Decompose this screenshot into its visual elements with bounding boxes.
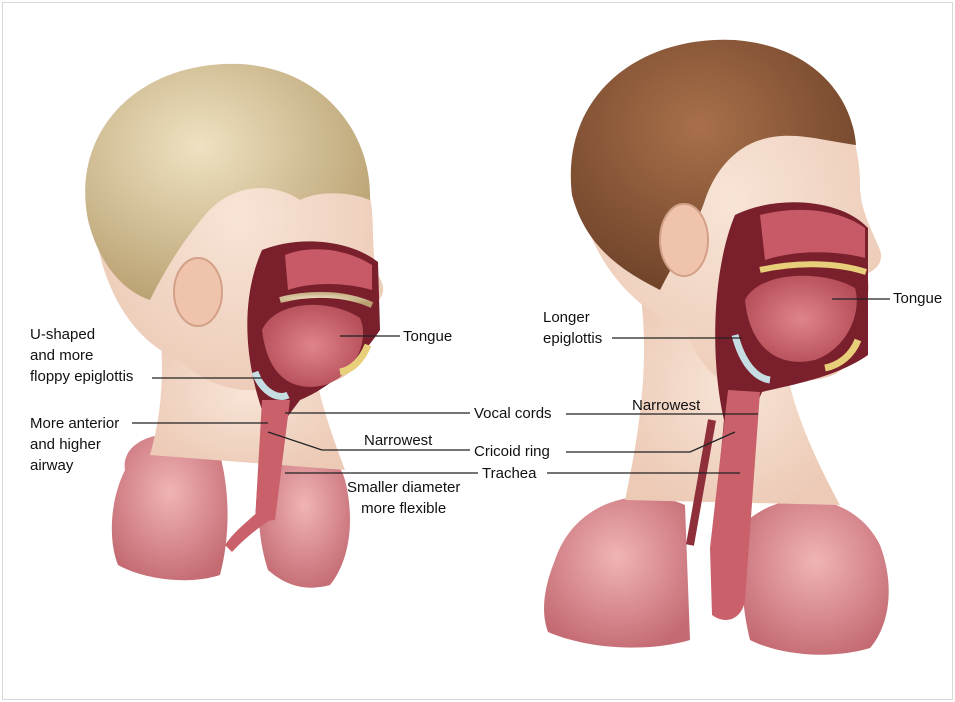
label-child-epiglottis-line2: and more	[30, 345, 133, 366]
label-child-trachea-note: Smaller diameter more flexible	[347, 477, 460, 519]
label-child-airway-line1: More anterior	[30, 413, 119, 434]
label-child-trachea-note-line2: more flexible	[347, 498, 460, 519]
label-child-airway-line2: and higher	[30, 434, 119, 455]
adult-ear	[660, 204, 708, 276]
label-cricoid-ring: Cricoid ring	[474, 441, 550, 462]
label-adult-epiglottis: Longer epiglottis	[543, 307, 602, 349]
label-adult-epiglottis-line2: epiglottis	[543, 328, 602, 349]
label-child-trachea-note-line1: Smaller diameter	[347, 477, 460, 498]
label-vocal-cords: Vocal cords	[474, 403, 552, 424]
label-adult-tongue: Tongue	[893, 288, 942, 309]
label-adult-narrowest: Narrowest	[632, 395, 700, 416]
label-child-epiglottis-line1: U-shaped	[30, 324, 133, 345]
label-child-tongue: Tongue	[403, 326, 452, 347]
label-child-epiglottis: U-shaped and more floppy epiglottis	[30, 324, 133, 387]
label-child-narrowest: Narrowest	[364, 430, 432, 451]
label-child-airway: More anterior and higher airway	[30, 413, 119, 476]
label-adult-epiglottis-line1: Longer	[543, 307, 602, 328]
adult-lung-right	[742, 499, 888, 654]
label-child-airway-line3: airway	[30, 455, 119, 476]
label-trachea: Trachea	[482, 463, 536, 484]
label-child-epiglottis-line3: floppy epiglottis	[30, 366, 133, 387]
adult-lung-left	[544, 497, 690, 648]
child-ear	[174, 258, 222, 326]
